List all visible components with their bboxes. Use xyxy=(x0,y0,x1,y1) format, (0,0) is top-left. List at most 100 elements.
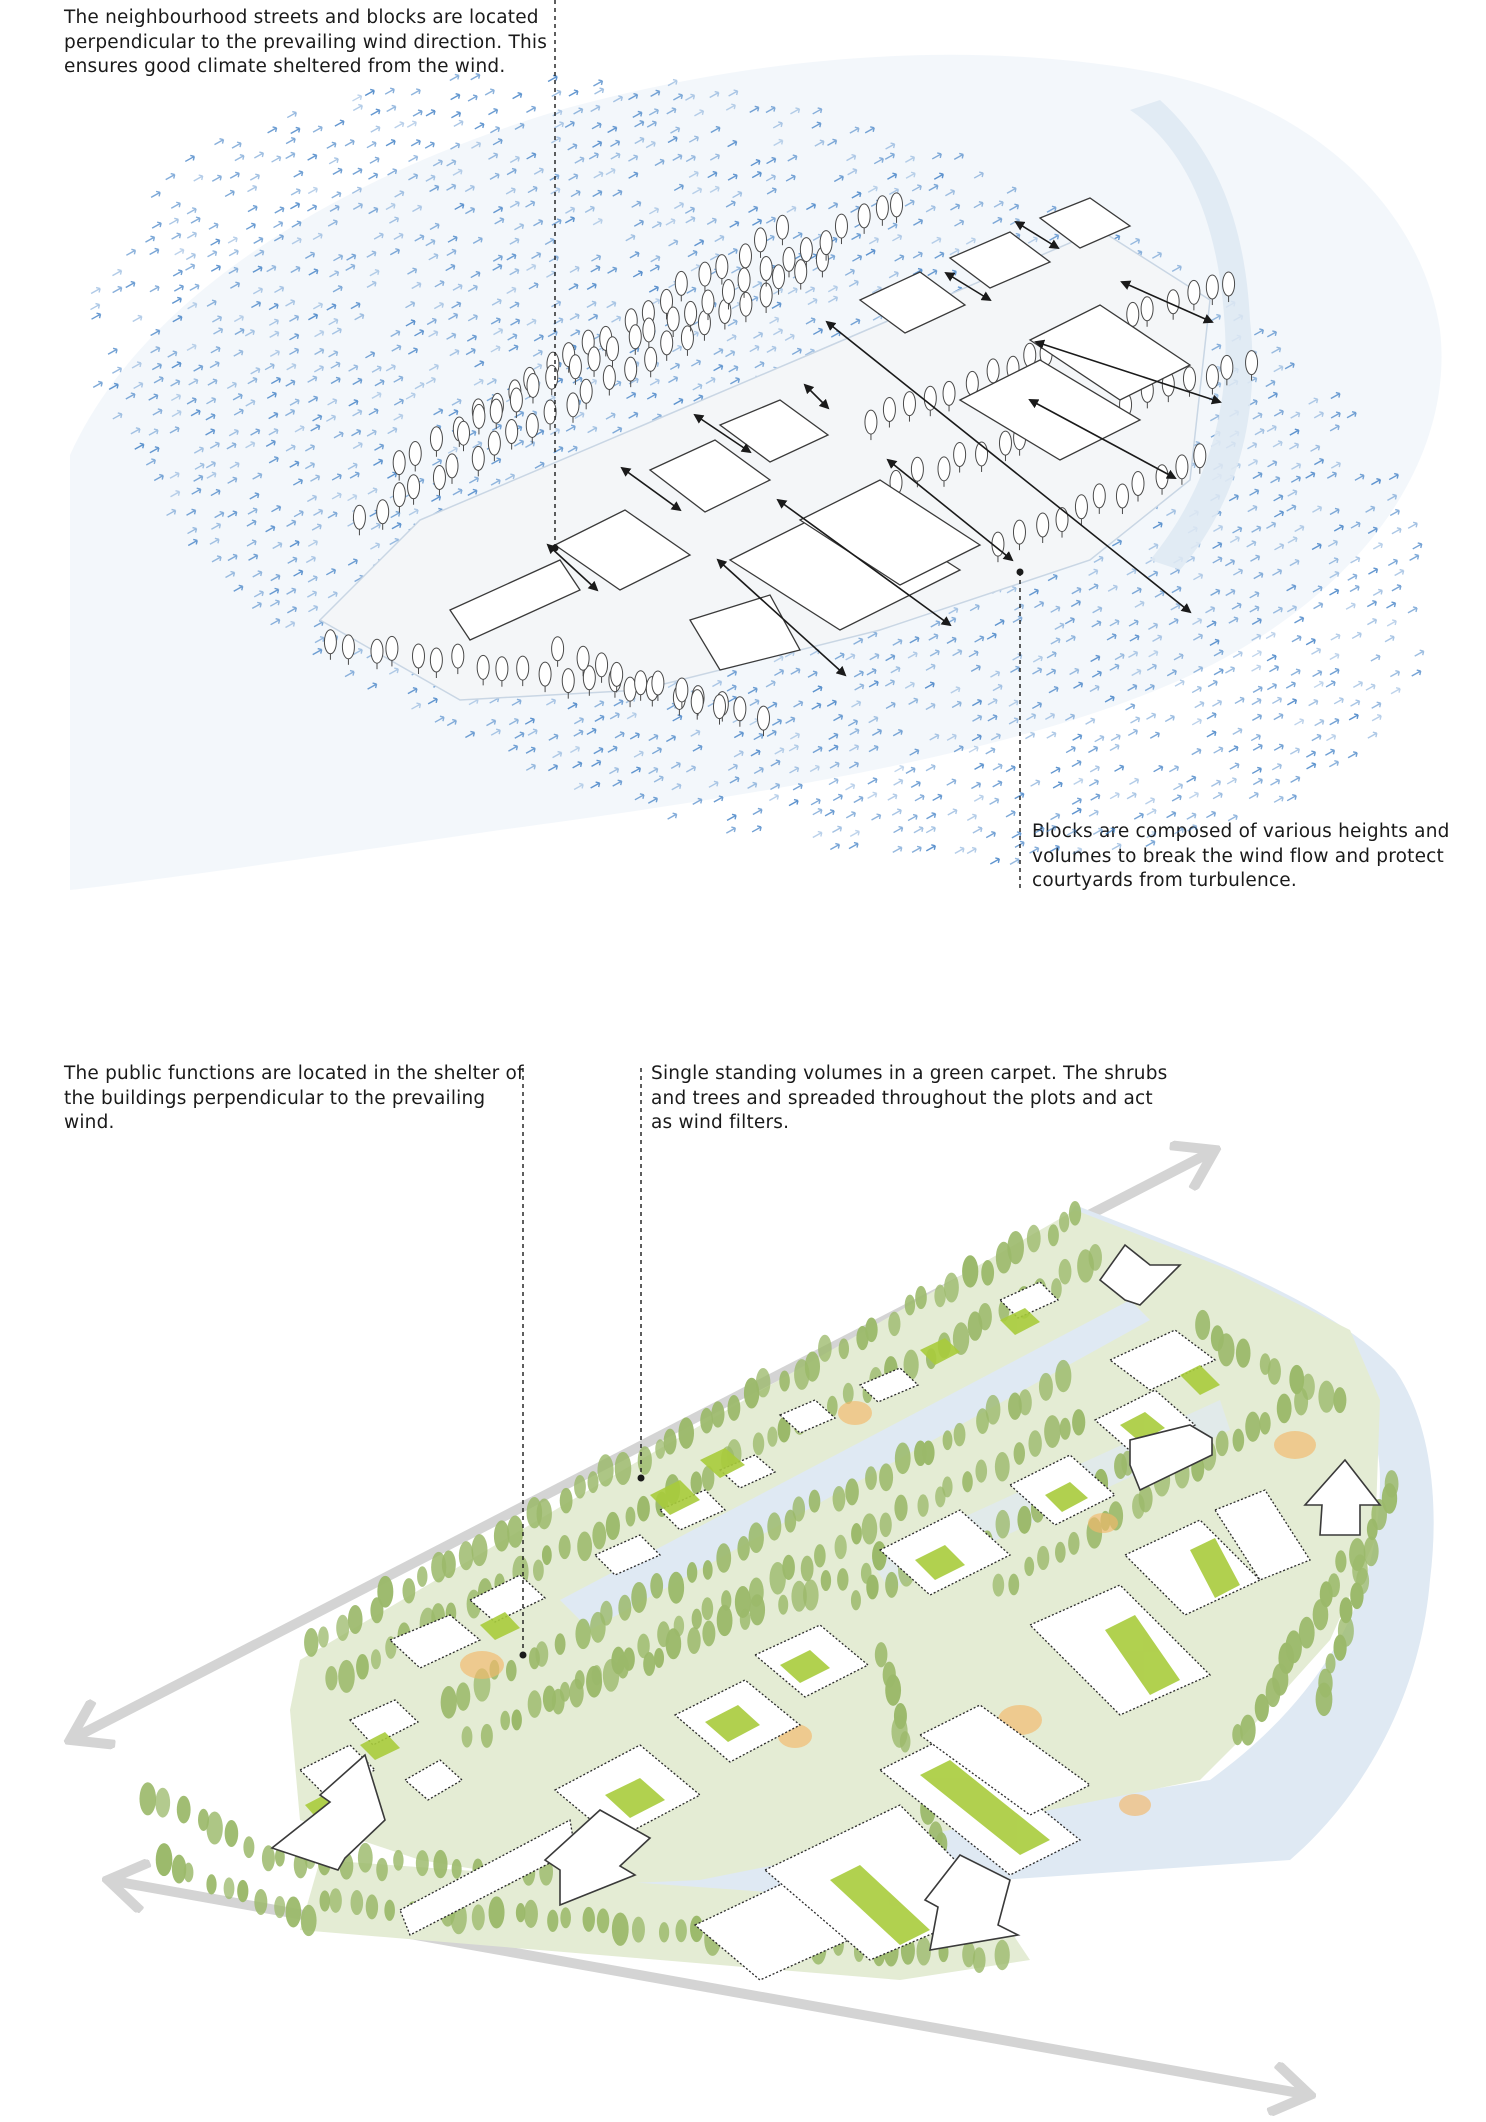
wind-arrow xyxy=(1214,669,1223,675)
tree xyxy=(1019,1389,1032,1415)
wind-arrow xyxy=(986,748,995,754)
tree xyxy=(922,1440,934,1465)
wind-arrow xyxy=(1274,796,1283,802)
tree xyxy=(177,1796,191,1824)
wind-arrow xyxy=(1167,812,1176,818)
tree xyxy=(472,1904,485,1930)
wind-arrow xyxy=(273,222,282,228)
tree xyxy=(606,1512,620,1540)
wind-arrow xyxy=(1227,778,1236,784)
wind-arrow xyxy=(986,832,995,838)
wind-arrow xyxy=(333,168,342,174)
wind-arrow xyxy=(1331,634,1340,640)
wind-arrow xyxy=(248,206,257,212)
wind-arrow xyxy=(411,89,420,95)
wind-arrow xyxy=(1147,809,1156,815)
wind-arrow xyxy=(825,810,834,816)
tree xyxy=(975,1459,987,1482)
wind-arrow xyxy=(1172,795,1181,801)
tree xyxy=(1364,1536,1379,1566)
tree xyxy=(767,1512,781,1540)
wind-arrow xyxy=(1192,687,1201,693)
tree xyxy=(631,1582,647,1613)
wind-arrow xyxy=(1047,826,1056,832)
wind-arrow xyxy=(172,233,181,239)
wind-arrow xyxy=(1385,636,1394,642)
wind-arrow xyxy=(367,142,376,148)
wind-arrow xyxy=(1306,639,1315,645)
tree xyxy=(537,1499,552,1530)
wind-arrow xyxy=(250,174,259,180)
wind-arrow xyxy=(1366,684,1375,690)
wind-arrow xyxy=(926,765,935,771)
tree xyxy=(583,1907,595,1932)
tree xyxy=(574,1475,586,1499)
tree xyxy=(588,1471,599,1493)
wind-arrow xyxy=(145,236,154,242)
wind-arrow xyxy=(1110,744,1119,750)
tree xyxy=(586,1666,602,1698)
tree xyxy=(494,1520,510,1551)
tree xyxy=(1335,1550,1346,1572)
tree xyxy=(1195,1310,1210,1340)
tree xyxy=(206,1812,222,1845)
wind-arrow xyxy=(1368,568,1377,574)
wind-arrow xyxy=(272,156,281,162)
tree xyxy=(717,1605,733,1636)
wind-arrow xyxy=(1228,815,1237,821)
wind-arrow xyxy=(229,250,238,256)
tree xyxy=(753,1432,764,1455)
wind-arrow xyxy=(1415,650,1424,656)
tree xyxy=(809,1490,821,1513)
wind-arrow xyxy=(191,217,200,223)
wind-arrow xyxy=(387,105,396,111)
wind-arrow xyxy=(1066,747,1075,753)
wind-arrow xyxy=(1072,808,1081,814)
wind-arrow xyxy=(290,203,299,209)
wind-arrow xyxy=(888,794,897,800)
wind-arrow xyxy=(1195,702,1204,708)
wind-arrow xyxy=(1146,713,1155,719)
tree xyxy=(371,1649,381,1669)
wind-arrow xyxy=(313,126,322,132)
wind-arrow xyxy=(451,94,460,100)
tree xyxy=(818,1335,832,1362)
wind-arrow xyxy=(813,831,822,837)
wind-arrow xyxy=(471,74,480,80)
wind-arrow xyxy=(126,282,135,288)
tree xyxy=(626,1507,636,1527)
wind-arrow xyxy=(1188,825,1197,831)
tree xyxy=(393,1850,403,1871)
tree xyxy=(894,1495,907,1521)
wind-arrow xyxy=(829,779,838,785)
tree xyxy=(384,1900,395,1921)
wind-arrow xyxy=(1165,715,1174,721)
tree xyxy=(880,1512,892,1537)
tree xyxy=(814,1544,826,1567)
tree xyxy=(1007,1231,1024,1264)
wind-arrow xyxy=(235,155,244,161)
wind-arrow xyxy=(1214,747,1223,753)
wind-arrow xyxy=(1267,684,1276,690)
tree xyxy=(1326,1653,1336,1673)
tree xyxy=(441,1686,457,1719)
wind-arrow xyxy=(353,168,362,174)
wind-arrow xyxy=(425,142,434,148)
wind-arrow xyxy=(1010,858,1019,864)
tree xyxy=(301,1905,317,1936)
wind-arrow xyxy=(133,315,142,321)
tree xyxy=(472,1534,488,1566)
tree xyxy=(1037,1546,1049,1570)
tree xyxy=(618,1595,631,1621)
tree xyxy=(664,1429,677,1455)
tree xyxy=(612,1912,629,1945)
tree xyxy=(500,1711,510,1730)
wind-arrow xyxy=(1150,732,1159,738)
tree xyxy=(254,1889,267,1915)
tree xyxy=(962,1255,978,1287)
wind-arrow xyxy=(175,249,184,255)
tree xyxy=(1044,1415,1060,1448)
tree xyxy=(833,1486,846,1512)
wind-arrow xyxy=(1035,827,1044,833)
wind-arrow xyxy=(1272,697,1281,703)
